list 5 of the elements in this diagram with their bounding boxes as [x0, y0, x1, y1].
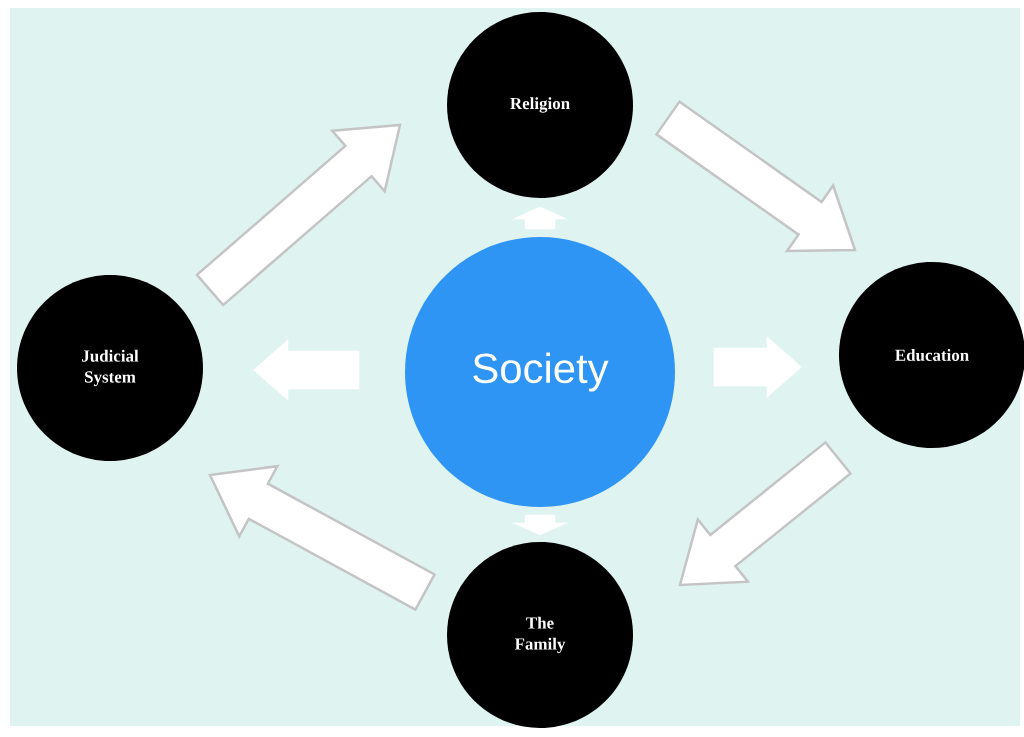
block-arrow	[253, 339, 360, 401]
block-arrow	[512, 206, 568, 230]
block-arrow	[512, 514, 568, 536]
block-arrow	[713, 336, 802, 398]
block-arrow	[195, 123, 402, 307]
